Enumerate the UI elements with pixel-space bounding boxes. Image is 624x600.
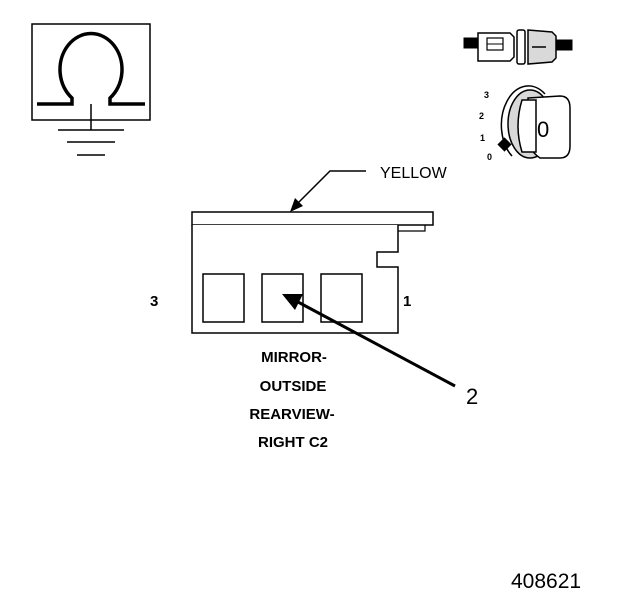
callout-2-arrow [282, 294, 456, 388]
connector-name-line: MIRROR- [261, 349, 327, 366]
ground-symbol-icon [31, 23, 151, 156]
inline-connector-icon [463, 29, 573, 65]
connector-name: MIRROR- OUTSIDE REARVIEW- RIGHT C2 [249, 349, 334, 451]
callout-2-label: 2 [466, 384, 478, 409]
connector-name-line: REARVIEW- [249, 406, 334, 423]
connector-name-line: RIGHT C2 [258, 434, 328, 451]
pin-3-label: 3 [150, 293, 158, 310]
pin-1-label: 1 [403, 293, 411, 310]
cavity-3 [202, 273, 245, 323]
cavity-1 [320, 273, 363, 323]
ignition-switch-icon [497, 85, 571, 159]
connector-cavities [202, 273, 363, 323]
wire-leader-arrow [290, 170, 366, 212]
wire-color-label: YELLOW [380, 165, 448, 182]
ignition-position-3: 3 [484, 90, 489, 100]
ignition-position-0: 0 [487, 152, 492, 162]
ignition-position-1: 1 [480, 133, 485, 143]
key-label: 0 [537, 117, 549, 142]
ignition-position-2: 2 [479, 111, 484, 121]
ignition-position-labels: 3 2 1 0 [479, 90, 492, 162]
figure-number: 408621 [511, 570, 581, 593]
connector-name-line: OUTSIDE [260, 378, 327, 395]
